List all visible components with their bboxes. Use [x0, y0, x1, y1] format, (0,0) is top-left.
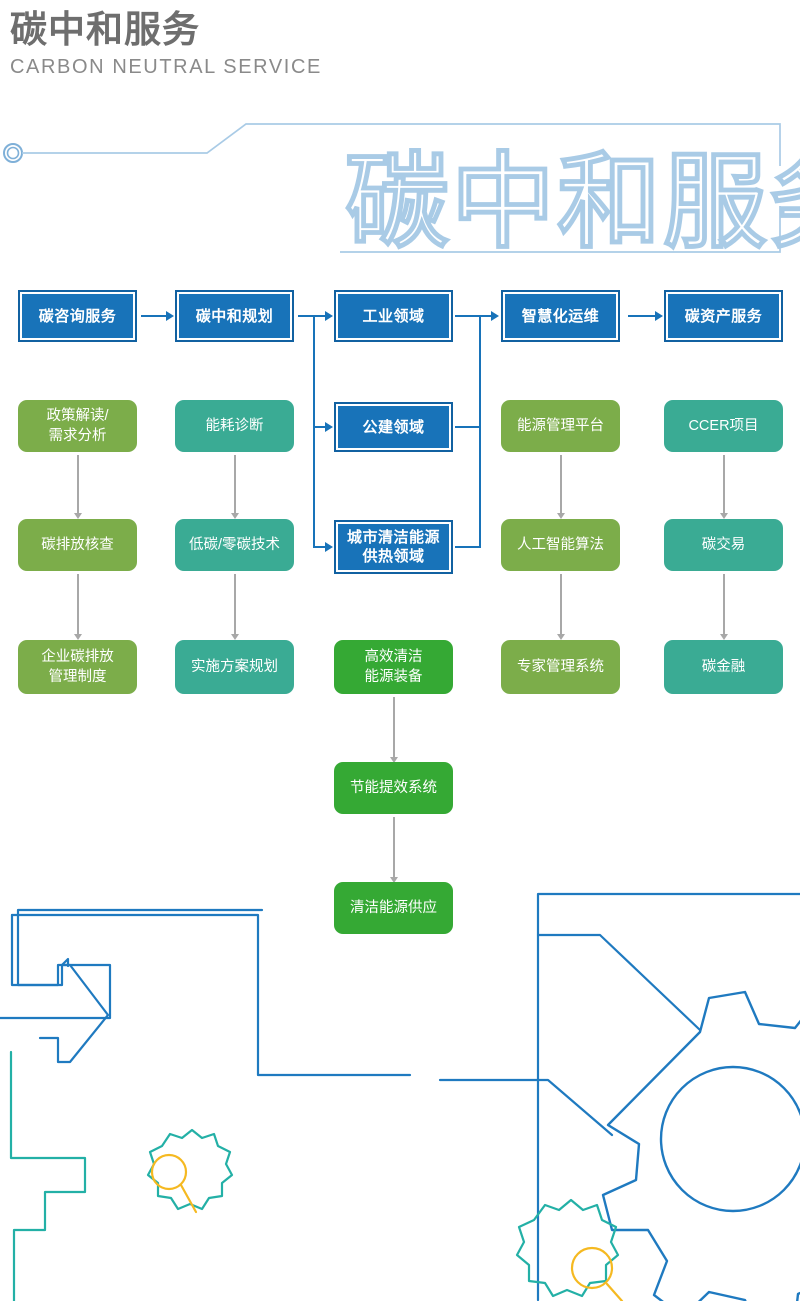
- node-carbon-emission-verification[interactable]: 碳排放核查: [18, 519, 137, 571]
- node-label: 清洁能源供应: [350, 900, 437, 916]
- node-carbon-trading[interactable]: 碳交易: [664, 519, 783, 571]
- connector-line: [313, 546, 326, 548]
- connector-line: [234, 574, 236, 636]
- node-label-line1: 城市清洁能源: [346, 529, 440, 546]
- node-label: 人工智能算法: [517, 537, 604, 553]
- connector-arrowhead: [73, 634, 82, 640]
- connector-arrowhead: [491, 311, 499, 321]
- connector-line: [479, 315, 493, 317]
- connector-line: [723, 455, 725, 515]
- connector-line: [628, 315, 656, 317]
- connector-line: [455, 546, 481, 548]
- node-industrial-sector[interactable]: 工业领域: [334, 290, 453, 342]
- connector-line: [77, 455, 79, 515]
- node-label: CCER项目: [688, 418, 759, 434]
- node-label-line1: 高效清洁: [364, 649, 423, 665]
- node-label: 政策解读/ 需求分析: [18, 406, 137, 446]
- connector-arrowhead: [230, 634, 239, 640]
- node-public-building-sector[interactable]: 公建领域: [334, 402, 453, 452]
- node-enterprise-emission-system[interactable]: 企业碳排放 管理制度: [18, 640, 137, 694]
- connector-line: [141, 315, 167, 317]
- node-label: 能源管理平台: [517, 418, 604, 434]
- node-label: 节能提效系统: [350, 780, 437, 796]
- connector-line: [393, 697, 395, 759]
- node-label: 碳金融: [701, 659, 746, 675]
- node-label: 低碳/零碳技术: [188, 537, 281, 553]
- connector-arrowhead: [556, 513, 565, 519]
- connector-arrowhead: [556, 634, 565, 640]
- node-carbon-consulting[interactable]: 碳咨询服务: [18, 290, 137, 342]
- node-label: 碳中和规划: [195, 307, 274, 325]
- connector-arrowhead: [719, 634, 728, 640]
- node-label: 企业碳排放 管理制度: [18, 647, 137, 687]
- node-label: 高效清洁 能源装备: [334, 647, 453, 687]
- node-efficient-clean-equipment[interactable]: 高效清洁 能源装备: [334, 640, 453, 694]
- node-label-line2: 管理制度: [48, 669, 107, 685]
- page-subtitle: CARBON NEUTRAL SERVICE: [10, 56, 322, 78]
- connector-line: [455, 426, 481, 428]
- connector-arrowhead: [655, 311, 663, 321]
- node-label: 智慧化运维: [521, 307, 600, 325]
- node-low-zero-carbon-tech[interactable]: 低碳/零碳技术: [175, 519, 294, 571]
- node-clean-energy-supply[interactable]: 清洁能源供应: [334, 882, 453, 934]
- connector-arrowhead: [325, 422, 333, 432]
- node-label: 城市清洁能源 供热领域: [336, 528, 451, 566]
- node-label-line1: 政策解读/: [46, 408, 109, 424]
- connector-line: [560, 455, 562, 515]
- connector-line: [560, 574, 562, 636]
- connector-line: [313, 315, 326, 317]
- connector-arrowhead: [166, 311, 174, 321]
- node-carbon-asset-service[interactable]: 碳资产服务: [664, 290, 783, 342]
- node-label-line2: 需求分析: [48, 428, 107, 444]
- node-energy-saving-system[interactable]: 节能提效系统: [334, 762, 453, 814]
- branch-bus-right: [479, 316, 481, 547]
- node-policy-interpretation[interactable]: 政策解读/ 需求分析: [18, 400, 137, 452]
- node-expert-management-system[interactable]: 专家管理系统: [501, 640, 620, 694]
- node-carbon-finance[interactable]: 碳金融: [664, 640, 783, 694]
- node-label: 实施方案规划: [191, 659, 278, 675]
- node-label: 碳咨询服务: [38, 307, 117, 325]
- node-ai-algorithm[interactable]: 人工智能算法: [501, 519, 620, 571]
- connector-arrowhead: [230, 513, 239, 519]
- node-label: 碳交易: [701, 537, 746, 553]
- node-urban-clean-heating[interactable]: 城市清洁能源 供热领域: [334, 520, 453, 574]
- node-label: 公建领域: [362, 418, 425, 436]
- connector-arrowhead: [73, 513, 82, 519]
- node-label-line2: 能源装备: [364, 669, 423, 685]
- node-label: 碳资产服务: [684, 307, 763, 325]
- connector-arrowhead: [389, 877, 398, 883]
- branch-bus-left: [313, 316, 315, 547]
- node-label-line2: 供热领域: [362, 548, 425, 565]
- connector-arrowhead: [389, 757, 398, 763]
- node-smart-om[interactable]: 智慧化运维: [501, 290, 620, 342]
- node-label: 工业领域: [362, 307, 425, 325]
- node-energy-diagnosis[interactable]: 能耗诊断: [175, 400, 294, 452]
- connector-line: [298, 315, 326, 317]
- connector-line: [393, 817, 395, 879]
- node-energy-management-platform[interactable]: 能源管理平台: [501, 400, 620, 452]
- connector-line: [455, 315, 481, 317]
- page-title: 碳中和服务: [10, 9, 200, 50]
- connector-line: [723, 574, 725, 636]
- node-carbon-neutral-planning[interactable]: 碳中和规划: [175, 290, 294, 342]
- node-label: 专家管理系统: [517, 659, 604, 675]
- connector-line: [313, 426, 326, 428]
- connector-line: [77, 574, 79, 636]
- node-label: 能耗诊断: [205, 418, 264, 434]
- connector-arrowhead: [719, 513, 728, 519]
- page-header: 碳中和服务 CARBON NEUTRAL SERVICE: [10, 8, 610, 80]
- connector-line: [234, 455, 236, 515]
- connector-arrowhead: [325, 311, 333, 321]
- node-ccer-project[interactable]: CCER项目: [664, 400, 783, 452]
- node-label-line1: 企业碳排放: [41, 649, 114, 665]
- node-implementation-plan[interactable]: 实施方案规划: [175, 640, 294, 694]
- connector-arrowhead: [325, 542, 333, 552]
- node-label: 碳排放核查: [41, 537, 114, 553]
